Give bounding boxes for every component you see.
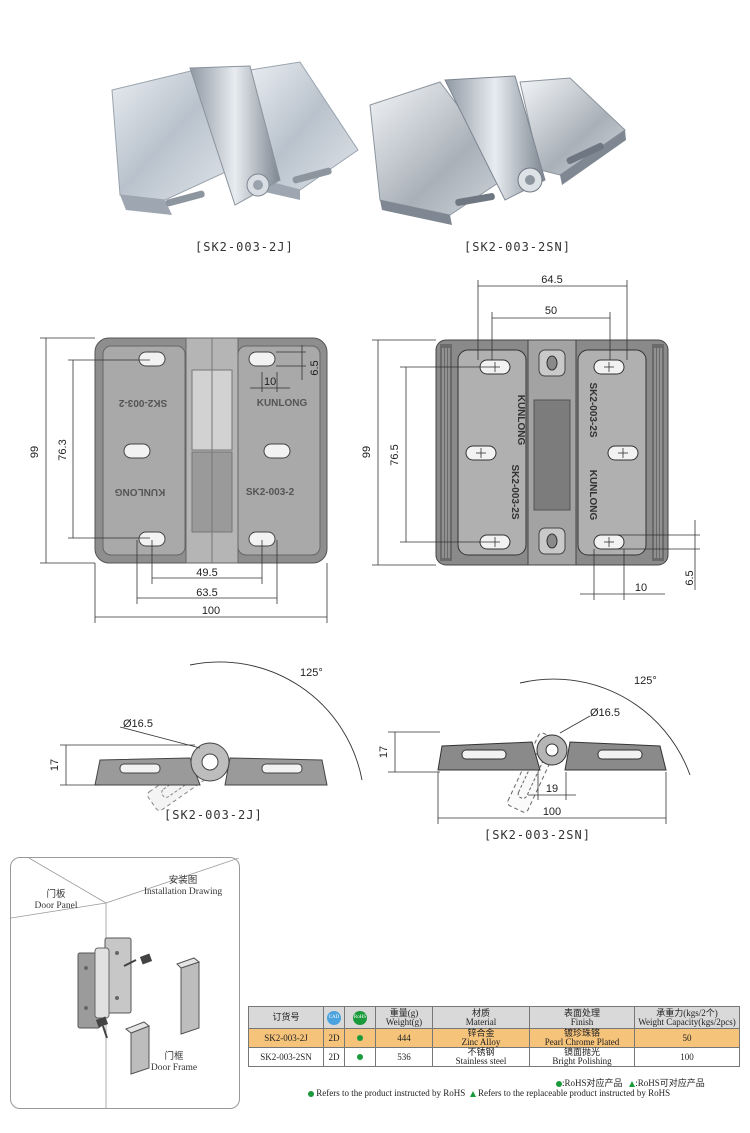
- door-frame-label: 门框 Door Frame: [150, 1052, 198, 1073]
- side-2j-angle: 125°: [300, 667, 323, 679]
- row-capacity: 50: [634, 1028, 740, 1048]
- row-cad: 2D: [323, 1028, 345, 1048]
- rohs-triangle-icon: [629, 1080, 636, 1087]
- dim-2j-slot-h: 6.5: [309, 360, 321, 375]
- caption-side-2j: [SK2-003-2J]: [164, 808, 263, 822]
- header-cad: CAD: [323, 1006, 345, 1029]
- dim-2sn-slot-w: 10: [635, 582, 647, 594]
- engraving-model-2sn: SK2-003-2S: [509, 464, 520, 519]
- header-order-no: 订货号: [248, 1006, 324, 1029]
- side-view-2sn: 125° Ø16.5 17 19 100: [378, 675, 691, 824]
- installation-illustration: [11, 858, 239, 1108]
- dim-2j-height-total: 99: [29, 446, 41, 458]
- row-code: SK2-003-2SN: [248, 1047, 324, 1067]
- header-rohs: RoHS: [344, 1006, 376, 1029]
- dim-2sn-height-slots: 76.5: [389, 444, 401, 465]
- legend-en: Refers to the product instructed by RoHS…: [308, 1088, 670, 1098]
- side-2sn-knuckle: 19: [546, 783, 558, 795]
- photo-2sn: [369, 75, 626, 225]
- side-2sn-width: 100: [543, 806, 561, 818]
- installation-panel: 安装图 Installation Drawing 门板 Door Panel 门…: [10, 857, 240, 1109]
- installation-title: 安装图 Installation Drawing: [143, 876, 223, 897]
- caption-side-2sn: [SK2-003-2SN]: [484, 828, 591, 842]
- engraving-brand-mirror-2sn: KUNLONG: [587, 470, 598, 521]
- dim-2sn-width-top: 64.5: [541, 274, 562, 286]
- engraving-model-2j: SK2-003-2: [246, 487, 295, 498]
- drawing-2sn: KUNLONG SK2-003-2S SK2-003-2S KUNLONG: [361, 274, 700, 600]
- dim-2sn-slot-h: 6.5: [684, 570, 696, 585]
- cad-icon: CAD: [327, 1010, 341, 1025]
- drawing-2j: KUNLONG SK2-003-2 SK2-003-2 KUNLONG: [29, 337, 328, 623]
- rohs-dot-icon: [357, 1034, 363, 1041]
- rohs-triangle-icon: [469, 1090, 476, 1097]
- side-2j-height: 17: [49, 759, 61, 771]
- engraving-model-mirror-2j: SK2-003-2: [118, 397, 167, 408]
- dim-2j-slot-w: 10: [264, 376, 276, 388]
- side-2sn-height: 17: [378, 746, 390, 758]
- row-cad: 2D: [323, 1047, 345, 1067]
- legend-cn: :RoHS对应产品 :RoHS可对应产品: [556, 1076, 705, 1089]
- rohs-dot-icon: [357, 1053, 363, 1060]
- row-weight: 536: [375, 1047, 433, 1067]
- dim-2j-width-inner: 49.5: [196, 567, 217, 579]
- dim-2sn-height-total: 99: [361, 446, 373, 458]
- caption-2j: [SK2-003-2J]: [195, 240, 294, 254]
- caption-2sn: [SK2-003-2SN]: [464, 240, 571, 254]
- dim-2j-height-slots: 76.3: [57, 439, 69, 460]
- engraving-brand-mirror-2j: KUNLONG: [115, 486, 166, 497]
- row-rohs: [344, 1028, 376, 1048]
- row-capacity: 100: [634, 1047, 740, 1067]
- dim-2sn-width-slots: 50: [545, 305, 557, 317]
- row-weight: 444: [375, 1028, 433, 1048]
- header-weight: 重量(g)Weight(g): [375, 1006, 433, 1029]
- side-view-2j: 125° Ø16.5 17: [49, 661, 363, 812]
- rohs-dot-icon: [556, 1080, 562, 1087]
- dim-2j-width-mid: 63.5: [196, 587, 217, 599]
- engraving-brand-2sn: KUNLONG: [515, 395, 526, 446]
- side-2j-diameter: Ø16.5: [123, 718, 153, 730]
- engraving-model-mirror-2sn: SK2-003-2S: [587, 382, 598, 437]
- engraving-brand-2j: KUNLONG: [257, 398, 308, 409]
- side-2sn-angle: 125°: [634, 675, 657, 687]
- rohs-icon: RoHS: [353, 1010, 367, 1025]
- door-panel-label: 门板 Door Panel: [34, 890, 78, 911]
- rohs-dot-icon: [308, 1090, 314, 1097]
- photo-2j: [111, 61, 359, 215]
- row-rohs: [344, 1047, 376, 1067]
- header-capacity: 承重力(kgs/2个)Weight Capacity(kgs/2pcs): [634, 1006, 740, 1029]
- row-code: SK2-003-2J: [248, 1028, 324, 1048]
- side-2sn-diameter: Ø16.5: [590, 707, 620, 719]
- dim-2j-width-total: 100: [202, 605, 220, 617]
